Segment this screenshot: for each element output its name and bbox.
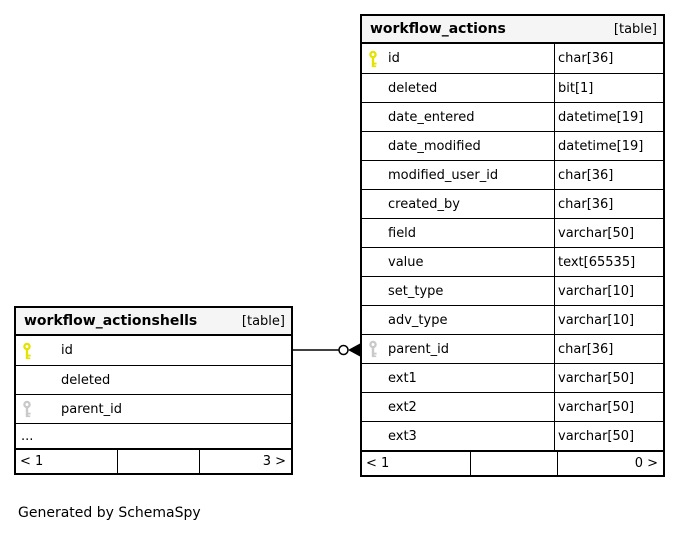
column-row-ext1: ext1 varchar[50] — [362, 363, 663, 392]
column-row-parent_id: parent_id — [16, 394, 291, 423]
column-name: date_entered — [388, 109, 475, 125]
foreign-key-icon — [369, 340, 377, 358]
footer-children-count: < 1 — [366, 456, 390, 471]
column-name: set_type — [388, 283, 444, 299]
column-name: parent_id — [388, 341, 449, 357]
column-row-id: id — [16, 336, 291, 365]
column-row-id: id char[36] — [362, 44, 663, 73]
column-name: date_modified — [388, 138, 481, 154]
table-header[interactable]: workflow_actionshells [table] — [16, 308, 291, 336]
column-row-value: value text[65535] — [362, 247, 663, 276]
column-row-deleted: deleted — [16, 365, 291, 394]
column-type: varchar[10] — [554, 306, 663, 334]
table-tag: [table] — [241, 313, 285, 329]
column-type: char[36] — [554, 161, 663, 189]
footer-middle-cell — [117, 450, 199, 473]
table-workflow_actionshells: workflow_actionshells [table] id deleted p… — [14, 306, 293, 475]
table-name[interactable]: workflow_actionshells — [24, 313, 198, 329]
column-row-deleted: deleted bit[1] — [362, 73, 663, 102]
column-type: char[36] — [554, 335, 663, 363]
table-name[interactable]: workflow_actions — [370, 21, 506, 37]
column-row-date_modified: date_modified datetime[19] — [362, 131, 663, 160]
column-type: bit[1] — [554, 74, 663, 102]
column-name: modified_user_id — [388, 167, 499, 183]
column-row-set_type: set_type varchar[10] — [362, 276, 663, 305]
column-type: varchar[50] — [554, 364, 663, 392]
column-list: id deleted parent_id... — [16, 336, 291, 448]
column-row-adv_type: adv_type varchar[10] — [362, 305, 663, 334]
ellipsis-row: ... — [16, 423, 291, 448]
column-name: ext1 — [388, 370, 417, 386]
relationship-connector — [292, 343, 360, 357]
column-name: field — [388, 225, 417, 241]
column-type: char[36] — [554, 44, 663, 73]
column-name: id — [61, 343, 73, 358]
column-name: created_by — [388, 196, 460, 212]
column-type: datetime[19] — [554, 103, 663, 131]
column-name: deleted — [61, 372, 111, 388]
column-type: varchar[50] — [554, 422, 663, 450]
column-type: varchar[50] — [554, 393, 663, 421]
table-tag: [table] — [613, 21, 657, 37]
table-header[interactable]: workflow_actions [table] — [362, 16, 663, 44]
footer-parents-count: 3 > — [199, 450, 291, 473]
column-row-date_entered: date_entered datetime[19] — [362, 102, 663, 131]
primary-key-icon — [23, 342, 31, 359]
column-name: parent_id — [61, 401, 122, 417]
table-footer: < 1 0 > — [362, 450, 663, 475]
column-row-parent_id: parent_id char[36] — [362, 334, 663, 363]
generator-caption: Generated by SchemaSpy — [18, 505, 201, 521]
table-footer: < 1 3 > — [16, 448, 291, 473]
column-name: deleted — [388, 80, 438, 96]
primary-key-icon — [369, 50, 377, 67]
column-row-ext2: ext2 varchar[50] — [362, 392, 663, 421]
column-type: varchar[50] — [554, 219, 663, 247]
column-type: varchar[10] — [554, 277, 663, 305]
column-name: id — [388, 51, 400, 66]
footer-children-count: < 1 — [20, 454, 44, 469]
column-type: datetime[19] — [554, 132, 663, 160]
column-type: text[65535] — [554, 248, 663, 276]
footer-parents-count: 0 > — [557, 452, 663, 475]
column-row-ext3: ext3 varchar[50] — [362, 421, 663, 450]
column-row-field: field varchar[50] — [362, 218, 663, 247]
footer-middle-cell — [470, 452, 557, 475]
column-name: adv_type — [388, 312, 448, 328]
column-row-created_by: created_by char[36] — [362, 189, 663, 218]
column-name: ext3 — [388, 428, 417, 444]
column-row-modified_user_id: modified_user_id char[36] — [362, 160, 663, 189]
column-type: char[36] — [554, 190, 663, 218]
foreign-key-icon — [23, 400, 31, 418]
column-name: value — [388, 254, 424, 270]
column-name: ext2 — [388, 399, 417, 415]
